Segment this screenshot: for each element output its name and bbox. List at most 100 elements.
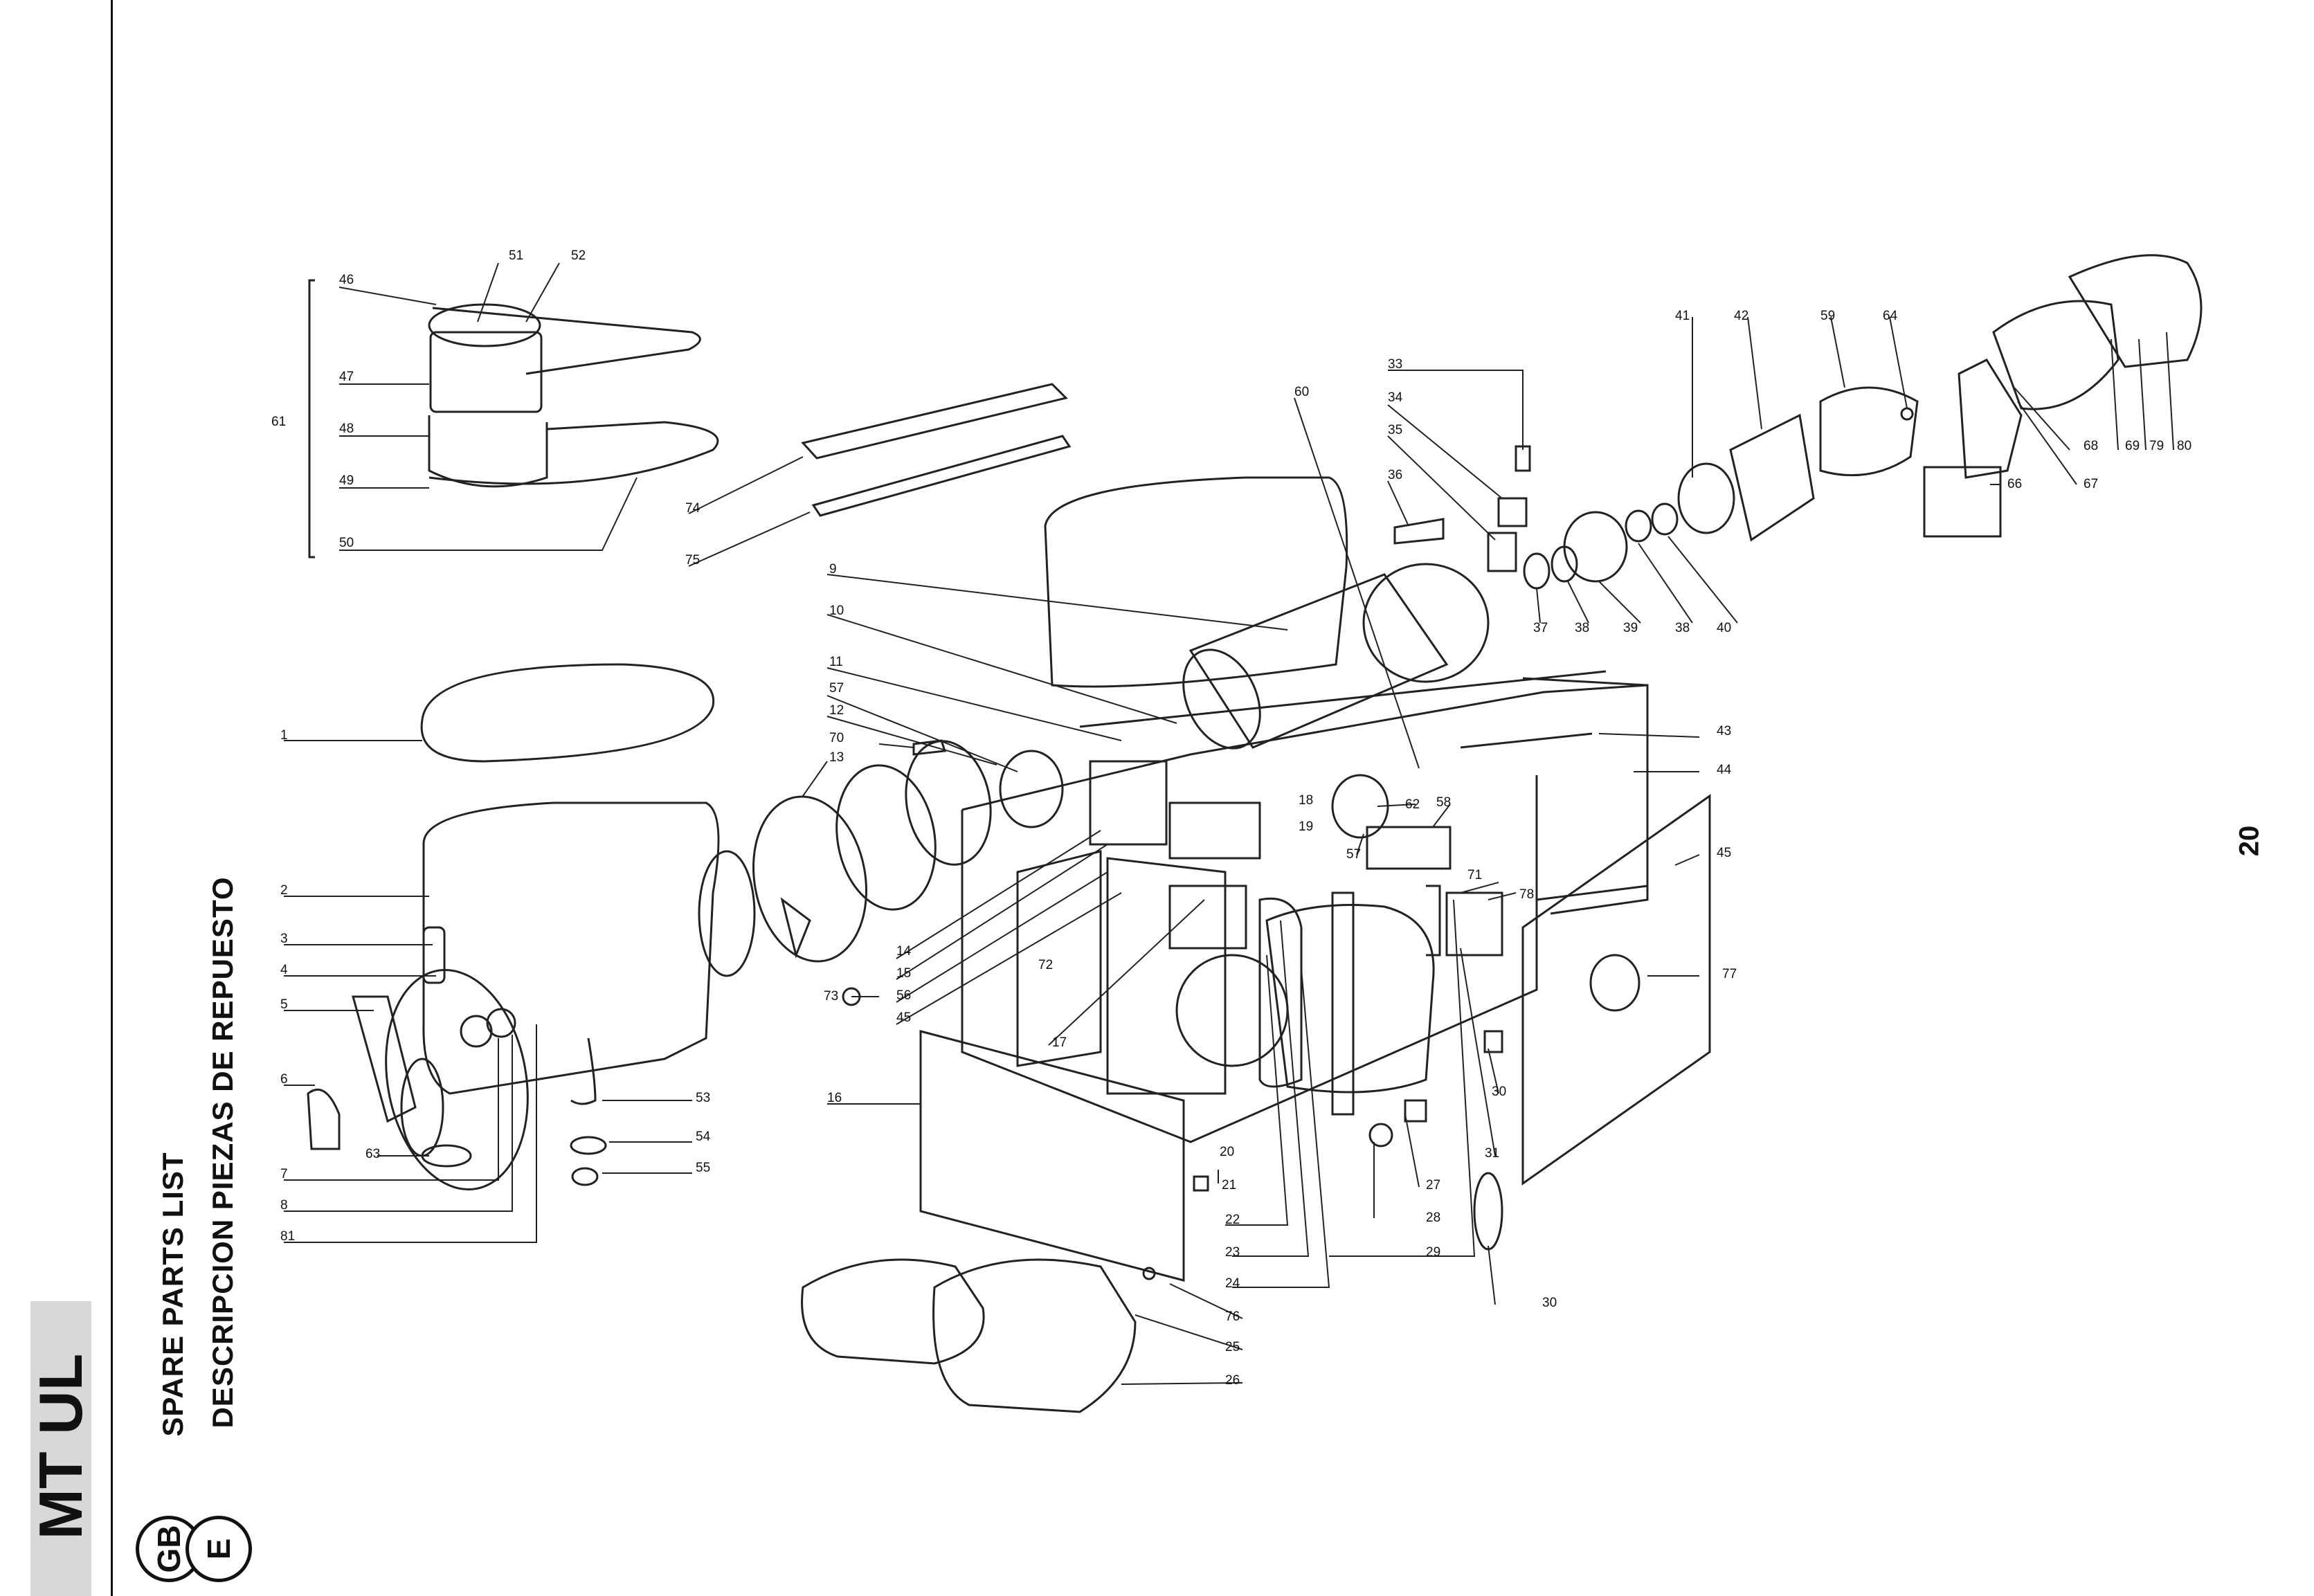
drip-tray-top xyxy=(428,421,719,485)
parts-drawing xyxy=(307,254,2203,1413)
auger-rear xyxy=(905,740,992,866)
callout-15: 15 xyxy=(896,966,911,981)
callout-20: 20 xyxy=(1220,1145,1234,1159)
callout-7: 7 xyxy=(280,1167,288,1181)
fan-shroud xyxy=(1258,897,1303,1088)
cover-lower xyxy=(428,415,548,488)
callout-30b: 30 xyxy=(1542,1296,1557,1310)
callout-62: 62 xyxy=(1405,797,1420,812)
callout-80: 80 xyxy=(2177,439,2191,453)
auger-front xyxy=(752,795,867,963)
callout-2: 2 xyxy=(280,883,288,898)
callout-14: 14 xyxy=(896,944,912,959)
callout-59: 59 xyxy=(1820,309,1835,323)
o-ring-41 xyxy=(1677,462,1735,534)
callout-54: 54 xyxy=(696,1130,711,1144)
cover-top xyxy=(428,303,541,347)
dispensing-lever xyxy=(352,995,417,1123)
foot-55 xyxy=(571,1167,599,1186)
callout-9: 9 xyxy=(829,562,837,577)
auger-motor-hub xyxy=(999,750,1064,828)
callout-73: 73 xyxy=(824,989,838,1004)
callout-5: 5 xyxy=(280,997,288,1012)
callout-48: 48 xyxy=(339,421,354,436)
scraper-blade xyxy=(780,897,811,959)
bushing-37 xyxy=(1523,552,1551,590)
rear-bowl xyxy=(1044,476,1348,688)
callout-6: 6 xyxy=(280,1072,288,1087)
callout-8: 8 xyxy=(280,1198,288,1213)
gear-39 xyxy=(1563,511,1628,583)
callout-40: 40 xyxy=(1717,621,1731,635)
screw-76 xyxy=(1142,1267,1156,1280)
capacitor-58 xyxy=(1366,826,1452,870)
callout-17: 17 xyxy=(1052,1035,1067,1050)
evaporator-cylinder xyxy=(1188,573,1449,749)
tap-piston xyxy=(422,926,446,984)
callout-38b: 38 xyxy=(1675,621,1690,635)
callout-78: 78 xyxy=(1519,887,1534,902)
callout-81: 81 xyxy=(280,1229,295,1244)
callout-3: 3 xyxy=(280,932,288,946)
callout-10: 10 xyxy=(829,604,844,618)
callout-75: 75 xyxy=(685,553,700,568)
pin-64 xyxy=(1900,407,1914,421)
spring-35 xyxy=(1487,532,1517,572)
callout-74: 74 xyxy=(685,501,700,516)
bowl xyxy=(422,801,720,1095)
callout-55: 55 xyxy=(696,1161,710,1175)
drip-tray-right xyxy=(932,1258,1137,1413)
callout-38a: 38 xyxy=(1575,621,1589,635)
gearbox-plate-42 xyxy=(1729,413,1815,542)
tap-spring xyxy=(307,1088,341,1150)
cover-79 xyxy=(2068,254,2203,368)
callout-61: 61 xyxy=(271,415,286,429)
callout-57a: 57 xyxy=(829,681,844,696)
callout-51: 51 xyxy=(509,248,523,263)
bracket-67 xyxy=(1958,359,2023,479)
switch-block-19 xyxy=(1168,801,1261,860)
callout-25: 25 xyxy=(1225,1340,1240,1354)
cover-body xyxy=(429,331,543,413)
bowl-lid xyxy=(420,663,715,763)
callout-19: 19 xyxy=(1299,819,1313,834)
callout-12: 12 xyxy=(829,703,844,718)
foot-54 xyxy=(570,1136,607,1155)
callout-18: 18 xyxy=(1299,793,1313,808)
spring-34 xyxy=(1497,497,1528,527)
callout-39: 39 xyxy=(1623,621,1638,635)
condenser-grille-72 xyxy=(1016,850,1102,1067)
drain-pipe-30 xyxy=(1473,1172,1503,1251)
callout-43: 43 xyxy=(1717,724,1731,738)
drip-tray-left xyxy=(801,1258,985,1365)
callout-4: 4 xyxy=(280,963,288,977)
callout-1: 1 xyxy=(280,728,288,743)
callout-67: 67 xyxy=(2083,477,2098,491)
callout-35: 35 xyxy=(1388,423,1402,437)
plug-cap xyxy=(460,1015,493,1048)
washer-38b xyxy=(1625,509,1652,543)
callout-69: 69 xyxy=(2125,439,2140,453)
callout-71: 71 xyxy=(1467,868,1482,882)
plug-cap-2 xyxy=(486,1008,516,1038)
callout-64: 64 xyxy=(1883,309,1898,323)
callout-33: 33 xyxy=(1388,357,1402,372)
callout-22: 22 xyxy=(1225,1213,1240,1227)
callout-46: 46 xyxy=(339,273,354,287)
electronic-board-18 xyxy=(1089,760,1168,846)
assembly-bracket-61 xyxy=(308,279,315,559)
page-margin-line xyxy=(111,0,113,1596)
sensor-27 xyxy=(1404,1099,1427,1123)
pin-33 xyxy=(1515,445,1531,472)
callout-37: 37 xyxy=(1533,621,1548,635)
callout-27: 27 xyxy=(1426,1178,1440,1193)
callout-76: 76 xyxy=(1225,1309,1240,1324)
callout-72: 72 xyxy=(1038,958,1053,972)
lamp-cover-frame xyxy=(801,383,1068,460)
relay-box xyxy=(1168,885,1247,950)
leader-lines xyxy=(284,262,2174,1385)
callout-23: 23 xyxy=(1225,1245,1240,1260)
motor-66 xyxy=(1923,466,2002,538)
thermostat-28 xyxy=(1368,1123,1393,1148)
callout-28: 28 xyxy=(1426,1210,1440,1225)
